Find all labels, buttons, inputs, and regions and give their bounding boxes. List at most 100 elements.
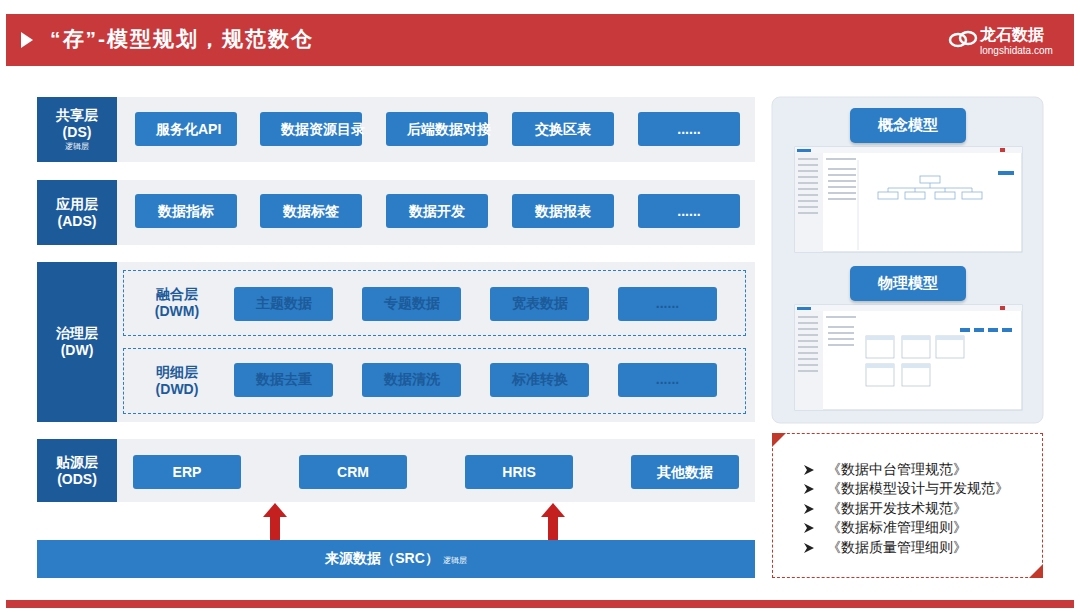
node-label: ERP	[173, 464, 202, 481]
node-label: 融合层 (DWM)	[145, 286, 209, 321]
process-box: 标准转换	[490, 363, 589, 397]
logo-icon	[950, 32, 976, 46]
node-label: 数据去重	[256, 371, 312, 389]
node-label: 明细层 (DWD)	[145, 364, 209, 399]
node-label: 数据资源目录	[281, 121, 341, 138]
arrow-head	[263, 503, 287, 517]
layer-band: 应用层 (ADS) 数据指标 数据标签 数据开发 数据报表......	[37, 180, 755, 245]
layer-band: 治理层 (DW)融合层 (DWM)主题数据专题数据宽表数据......明细层 (…	[37, 262, 755, 422]
node-label: 标准转换	[512, 371, 568, 389]
process-box: ......	[638, 194, 740, 228]
process-box: 后端数据对接	[386, 112, 488, 146]
bullet-arrow	[803, 522, 815, 534]
process-box: 服务化API	[135, 112, 237, 146]
model-panel	[772, 97, 1043, 423]
model-button: 概念模型	[850, 108, 966, 143]
bullet-arrow	[803, 503, 815, 515]
process-box: ......	[618, 363, 717, 397]
process-box: 其他数据	[631, 455, 739, 489]
list-item: 《数据标准管理细则》	[803, 519, 1042, 539]
node-note: 逻辑层	[65, 141, 89, 152]
bullet-arrow	[803, 464, 815, 476]
sublayer-label-area: 明细层 (DWD)	[124, 349, 230, 413]
node-label: 数据清洗	[384, 371, 440, 389]
node-label: 数据报表	[535, 203, 591, 220]
node-label: 概念模型	[878, 116, 938, 135]
node-label: ......	[677, 121, 700, 138]
node-label: 治理层 (DW)	[47, 325, 107, 359]
node-label: 服务化API	[156, 121, 216, 138]
logo-text: 龙石数据	[980, 25, 1044, 46]
up-arrow	[541, 503, 565, 540]
node-label: 来源数据（SRC）	[325, 550, 439, 568]
arrow-head	[541, 503, 565, 517]
node-label: 主题数据	[256, 295, 312, 313]
model-button: 物理模型	[850, 266, 966, 301]
corner-mark	[1029, 564, 1043, 578]
process-box: 数据指标	[135, 194, 237, 228]
process-box: 数据去重	[234, 363, 333, 397]
node-label: HRIS	[502, 464, 535, 481]
list-item: 《数据中台管理规范》	[803, 460, 1042, 480]
bullet-arrow	[803, 483, 815, 495]
physical-model-screenshot	[795, 305, 1022, 410]
node-label: 后端数据对接	[407, 121, 467, 138]
arrow-shaft	[548, 517, 558, 540]
process-box: 数据资源目录	[260, 112, 362, 146]
node-label: 数据开发	[409, 203, 465, 220]
node-label: 数据标签	[283, 203, 339, 220]
process-box: 专题数据	[362, 287, 461, 321]
source-band: 来源数据（SRC） 逻辑层	[37, 540, 755, 578]
standards-box: 《数据中台管理规范》《数据模型设计与开发规范》《数据开发技术规范》《数据标准管理…	[772, 433, 1043, 578]
standard-name: 《数据中台管理规范》	[827, 461, 967, 479]
node-label: ......	[677, 203, 700, 220]
process-box: 数据报表	[512, 194, 614, 228]
node-label: 贴源层 (ODS)	[47, 454, 107, 488]
process-box: 主题数据	[234, 287, 333, 321]
process-box: ......	[618, 287, 717, 321]
footer-bar	[6, 600, 1074, 608]
standard-name: 《数据开发技术规范》	[827, 500, 967, 518]
process-box: ERP	[133, 455, 241, 489]
layer-label-cell: 共享层 (DS)逻辑层	[37, 97, 117, 162]
process-box: 宽表数据	[490, 287, 589, 321]
process-box: 数据标签	[260, 194, 362, 228]
corner-mark	[772, 433, 786, 447]
node-label: 应用层 (ADS)	[47, 196, 107, 230]
title-triangle	[21, 32, 33, 48]
title-bar	[6, 14, 1074, 66]
process-box: 交换区表	[512, 112, 614, 146]
bullet-arrow	[803, 542, 815, 554]
standard-name: 《数据标准管理细则》	[827, 519, 967, 537]
standard-name: 《数据模型设计与开发规范》	[827, 480, 1009, 498]
node-label: 其他数据	[657, 464, 713, 481]
node-note: 逻辑层	[443, 555, 467, 566]
layer-label-cell: 应用层 (ADS)	[37, 180, 117, 245]
process-box: ......	[638, 112, 740, 146]
arrow-shaft	[270, 517, 280, 540]
node-label: 交换区表	[535, 121, 591, 138]
up-arrow	[263, 503, 287, 540]
slide-title: “存”-模型规划，规范数仓	[50, 25, 314, 53]
sublayer-label-area: 融合层 (DWM)	[124, 271, 230, 335]
sublayer-group: 融合层 (DWM) 主题数据 专题数据 宽表数据......	[123, 270, 746, 336]
concept-model-screenshot	[795, 147, 1022, 252]
node-label: 共享层 (DS)	[47, 107, 107, 141]
node-label: 宽表数据	[512, 295, 568, 313]
process-box: CRM	[299, 455, 407, 489]
layer-label-cell: 治理层 (DW)	[37, 262, 117, 422]
logo-text: longshidata.com	[980, 45, 1053, 56]
process-box: 数据开发	[386, 194, 488, 228]
standard-name: 《数据质量管理细则》	[827, 539, 967, 557]
node-label: 专题数据	[384, 295, 440, 313]
list-item: 《数据质量管理细则》	[803, 538, 1042, 558]
layer-label-cell: 贴源层 (ODS)	[37, 439, 117, 502]
list-item: 《数据开发技术规范》	[803, 499, 1042, 519]
layer-band: 共享层 (DS)逻辑层 服务化API 数据资源目录 后端数据对接 交换区表......	[37, 97, 755, 162]
process-box: HRIS	[465, 455, 573, 489]
node-label: 物理模型	[878, 274, 938, 293]
layer-band: 贴源层 (ODS) ERP CRM HRIS 其他数据	[37, 439, 755, 502]
node-label: ......	[656, 371, 679, 389]
sublayer-group: 明细层 (DWD) 数据去重 数据清洗 标准转换......	[123, 348, 746, 414]
